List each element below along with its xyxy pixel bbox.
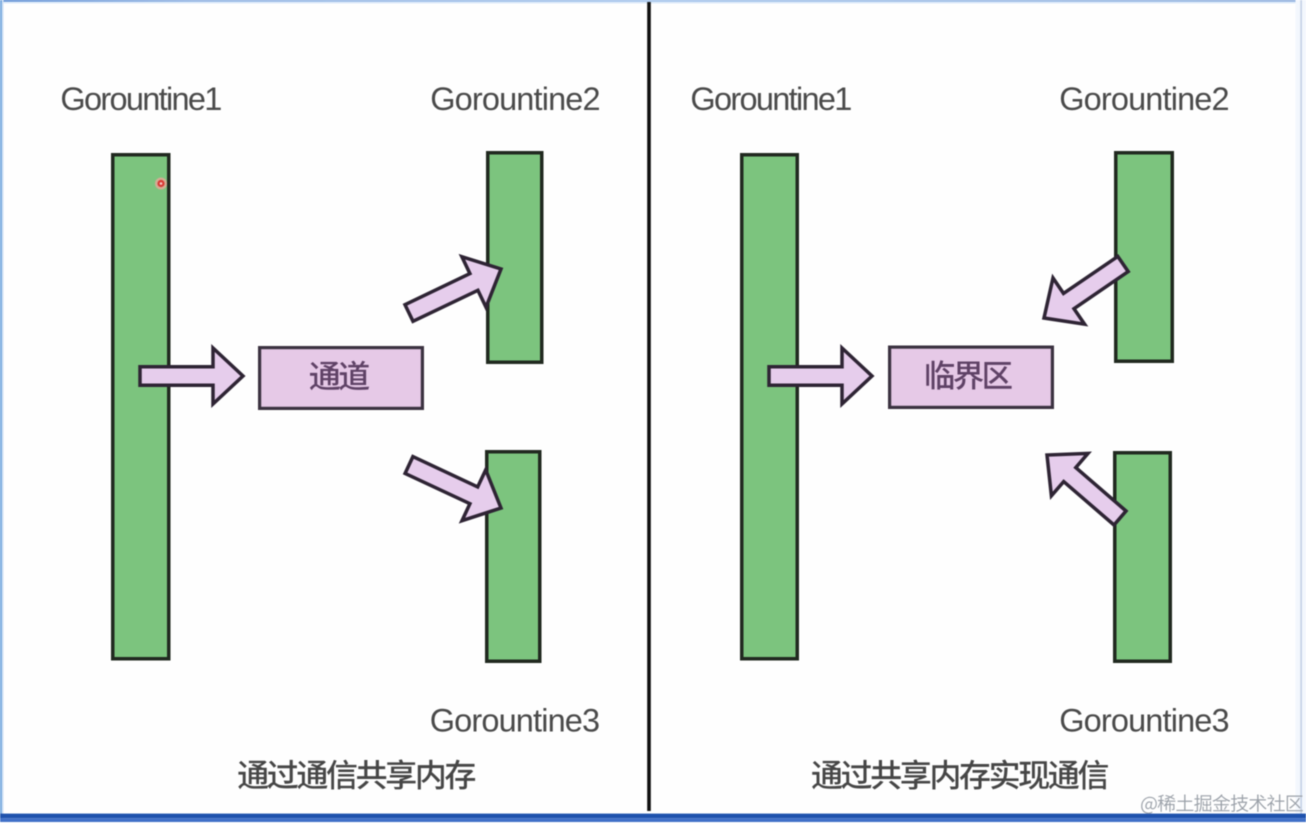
svg-text:Gorountine2: Gorountine2	[430, 81, 600, 117]
svg-text:Gorountine3: Gorountine3	[1059, 703, 1229, 739]
svg-text:Gorountine1: Gorountine1	[60, 81, 221, 117]
svg-text:Gorountine2: Gorountine2	[1059, 81, 1229, 117]
svg-text:Gorountine1: Gorountine1	[690, 81, 851, 117]
svg-text:Gorountine3: Gorountine3	[430, 703, 600, 739]
